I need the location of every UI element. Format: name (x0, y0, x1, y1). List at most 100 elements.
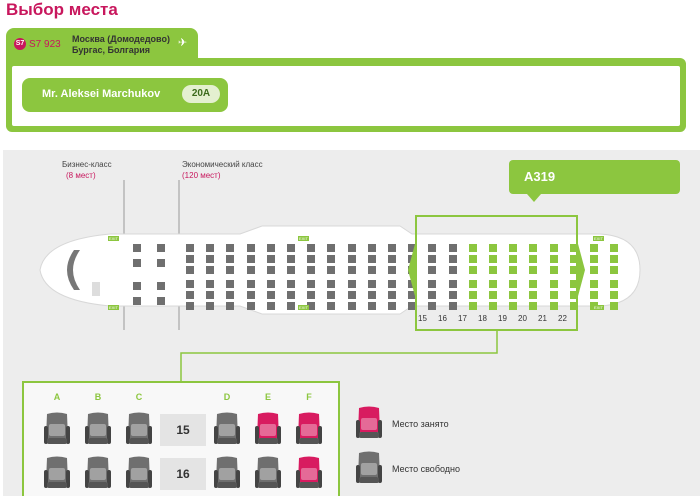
seat[interactable] (267, 244, 275, 252)
seat-highlighted[interactable] (509, 302, 517, 310)
seat[interactable] (133, 259, 141, 267)
seat-highlighted[interactable] (489, 255, 497, 263)
seat[interactable] (307, 280, 315, 288)
seat[interactable] (186, 244, 194, 252)
seat-highlighted[interactable] (489, 244, 497, 252)
seat[interactable] (348, 255, 356, 263)
seat[interactable] (327, 291, 335, 299)
seat-highlighted[interactable] (570, 266, 578, 274)
seat-highlighted[interactable] (469, 255, 477, 263)
seat-highlighted[interactable] (509, 266, 517, 274)
seat[interactable] (287, 244, 295, 252)
seat[interactable] (307, 266, 315, 274)
seat[interactable] (206, 244, 214, 252)
seat-highlighted[interactable] (509, 280, 517, 288)
seat[interactable] (449, 302, 457, 310)
seat[interactable] (368, 291, 376, 299)
seat[interactable] (327, 255, 335, 263)
seat-highlighted[interactable] (570, 244, 578, 252)
seat[interactable] (186, 255, 194, 263)
seat-occupied[interactable] (296, 412, 322, 445)
seat-free[interactable] (85, 456, 111, 489)
seat-highlighted[interactable] (590, 255, 598, 263)
seat[interactable] (327, 280, 335, 288)
seat[interactable] (307, 302, 315, 310)
seat[interactable] (287, 280, 295, 288)
seat[interactable] (267, 266, 275, 274)
seat[interactable] (348, 291, 356, 299)
seat-free[interactable] (44, 412, 70, 445)
seat[interactable] (247, 255, 255, 263)
seat[interactable] (428, 266, 436, 274)
seat[interactable] (388, 291, 396, 299)
seat[interactable] (307, 291, 315, 299)
seat[interactable] (287, 302, 295, 310)
seat[interactable] (368, 255, 376, 263)
seat-highlighted[interactable] (610, 280, 618, 288)
seat[interactable] (206, 291, 214, 299)
flight-tab[interactable]: S7 S7 923 Москва (Домодедово) Бургас, Бо… (6, 28, 198, 60)
seat[interactable] (287, 266, 295, 274)
seat[interactable] (247, 291, 255, 299)
seat[interactable] (186, 291, 194, 299)
seat[interactable] (186, 280, 194, 288)
seat[interactable] (247, 244, 255, 252)
seat[interactable] (348, 302, 356, 310)
seat-highlighted[interactable] (550, 291, 558, 299)
seat[interactable] (368, 302, 376, 310)
seat[interactable] (428, 302, 436, 310)
seat[interactable] (133, 282, 141, 290)
seat-occupied[interactable] (255, 412, 281, 445)
seat[interactable] (449, 280, 457, 288)
seat-free[interactable] (126, 456, 152, 489)
seat-free[interactable] (85, 412, 111, 445)
seat-free[interactable] (214, 412, 240, 445)
seat-occupied[interactable] (296, 456, 322, 489)
seat-highlighted[interactable] (550, 255, 558, 263)
seat[interactable] (186, 266, 194, 274)
seat-free[interactable] (126, 412, 152, 445)
seat[interactable] (327, 302, 335, 310)
seat-highlighted[interactable] (610, 255, 618, 263)
seat[interactable] (226, 291, 234, 299)
seat-highlighted[interactable] (509, 291, 517, 299)
seat[interactable] (368, 244, 376, 252)
seat[interactable] (226, 266, 234, 274)
seat-free[interactable] (44, 456, 70, 489)
seat[interactable] (206, 280, 214, 288)
seat-highlighted[interactable] (509, 244, 517, 252)
seat[interactable] (368, 266, 376, 274)
seat[interactable] (133, 297, 141, 305)
seat[interactable] (247, 280, 255, 288)
seat-highlighted[interactable] (610, 244, 618, 252)
seat[interactable] (287, 255, 295, 263)
seat[interactable] (157, 297, 165, 305)
seat[interactable] (388, 302, 396, 310)
seat[interactable] (157, 244, 165, 252)
seat-highlighted[interactable] (469, 291, 477, 299)
seat[interactable] (267, 302, 275, 310)
seat-highlighted[interactable] (550, 302, 558, 310)
seat[interactable] (408, 291, 416, 299)
seat[interactable] (186, 302, 194, 310)
seat-highlighted[interactable] (570, 302, 578, 310)
seat[interactable] (307, 255, 315, 263)
seat[interactable] (428, 244, 436, 252)
seat[interactable] (226, 302, 234, 310)
seat[interactable] (388, 280, 396, 288)
seat[interactable] (449, 291, 457, 299)
seat[interactable] (449, 244, 457, 252)
seat-highlighted[interactable] (509, 255, 517, 263)
seat[interactable] (327, 244, 335, 252)
seat-highlighted[interactable] (529, 291, 537, 299)
seat[interactable] (408, 244, 416, 252)
seat[interactable] (267, 255, 275, 263)
seat-highlighted[interactable] (590, 291, 598, 299)
seat[interactable] (348, 280, 356, 288)
seat[interactable] (247, 266, 255, 274)
seat[interactable] (226, 280, 234, 288)
seat[interactable] (206, 255, 214, 263)
seat-highlighted[interactable] (529, 280, 537, 288)
seat[interactable] (388, 266, 396, 274)
seat-highlighted[interactable] (550, 244, 558, 252)
